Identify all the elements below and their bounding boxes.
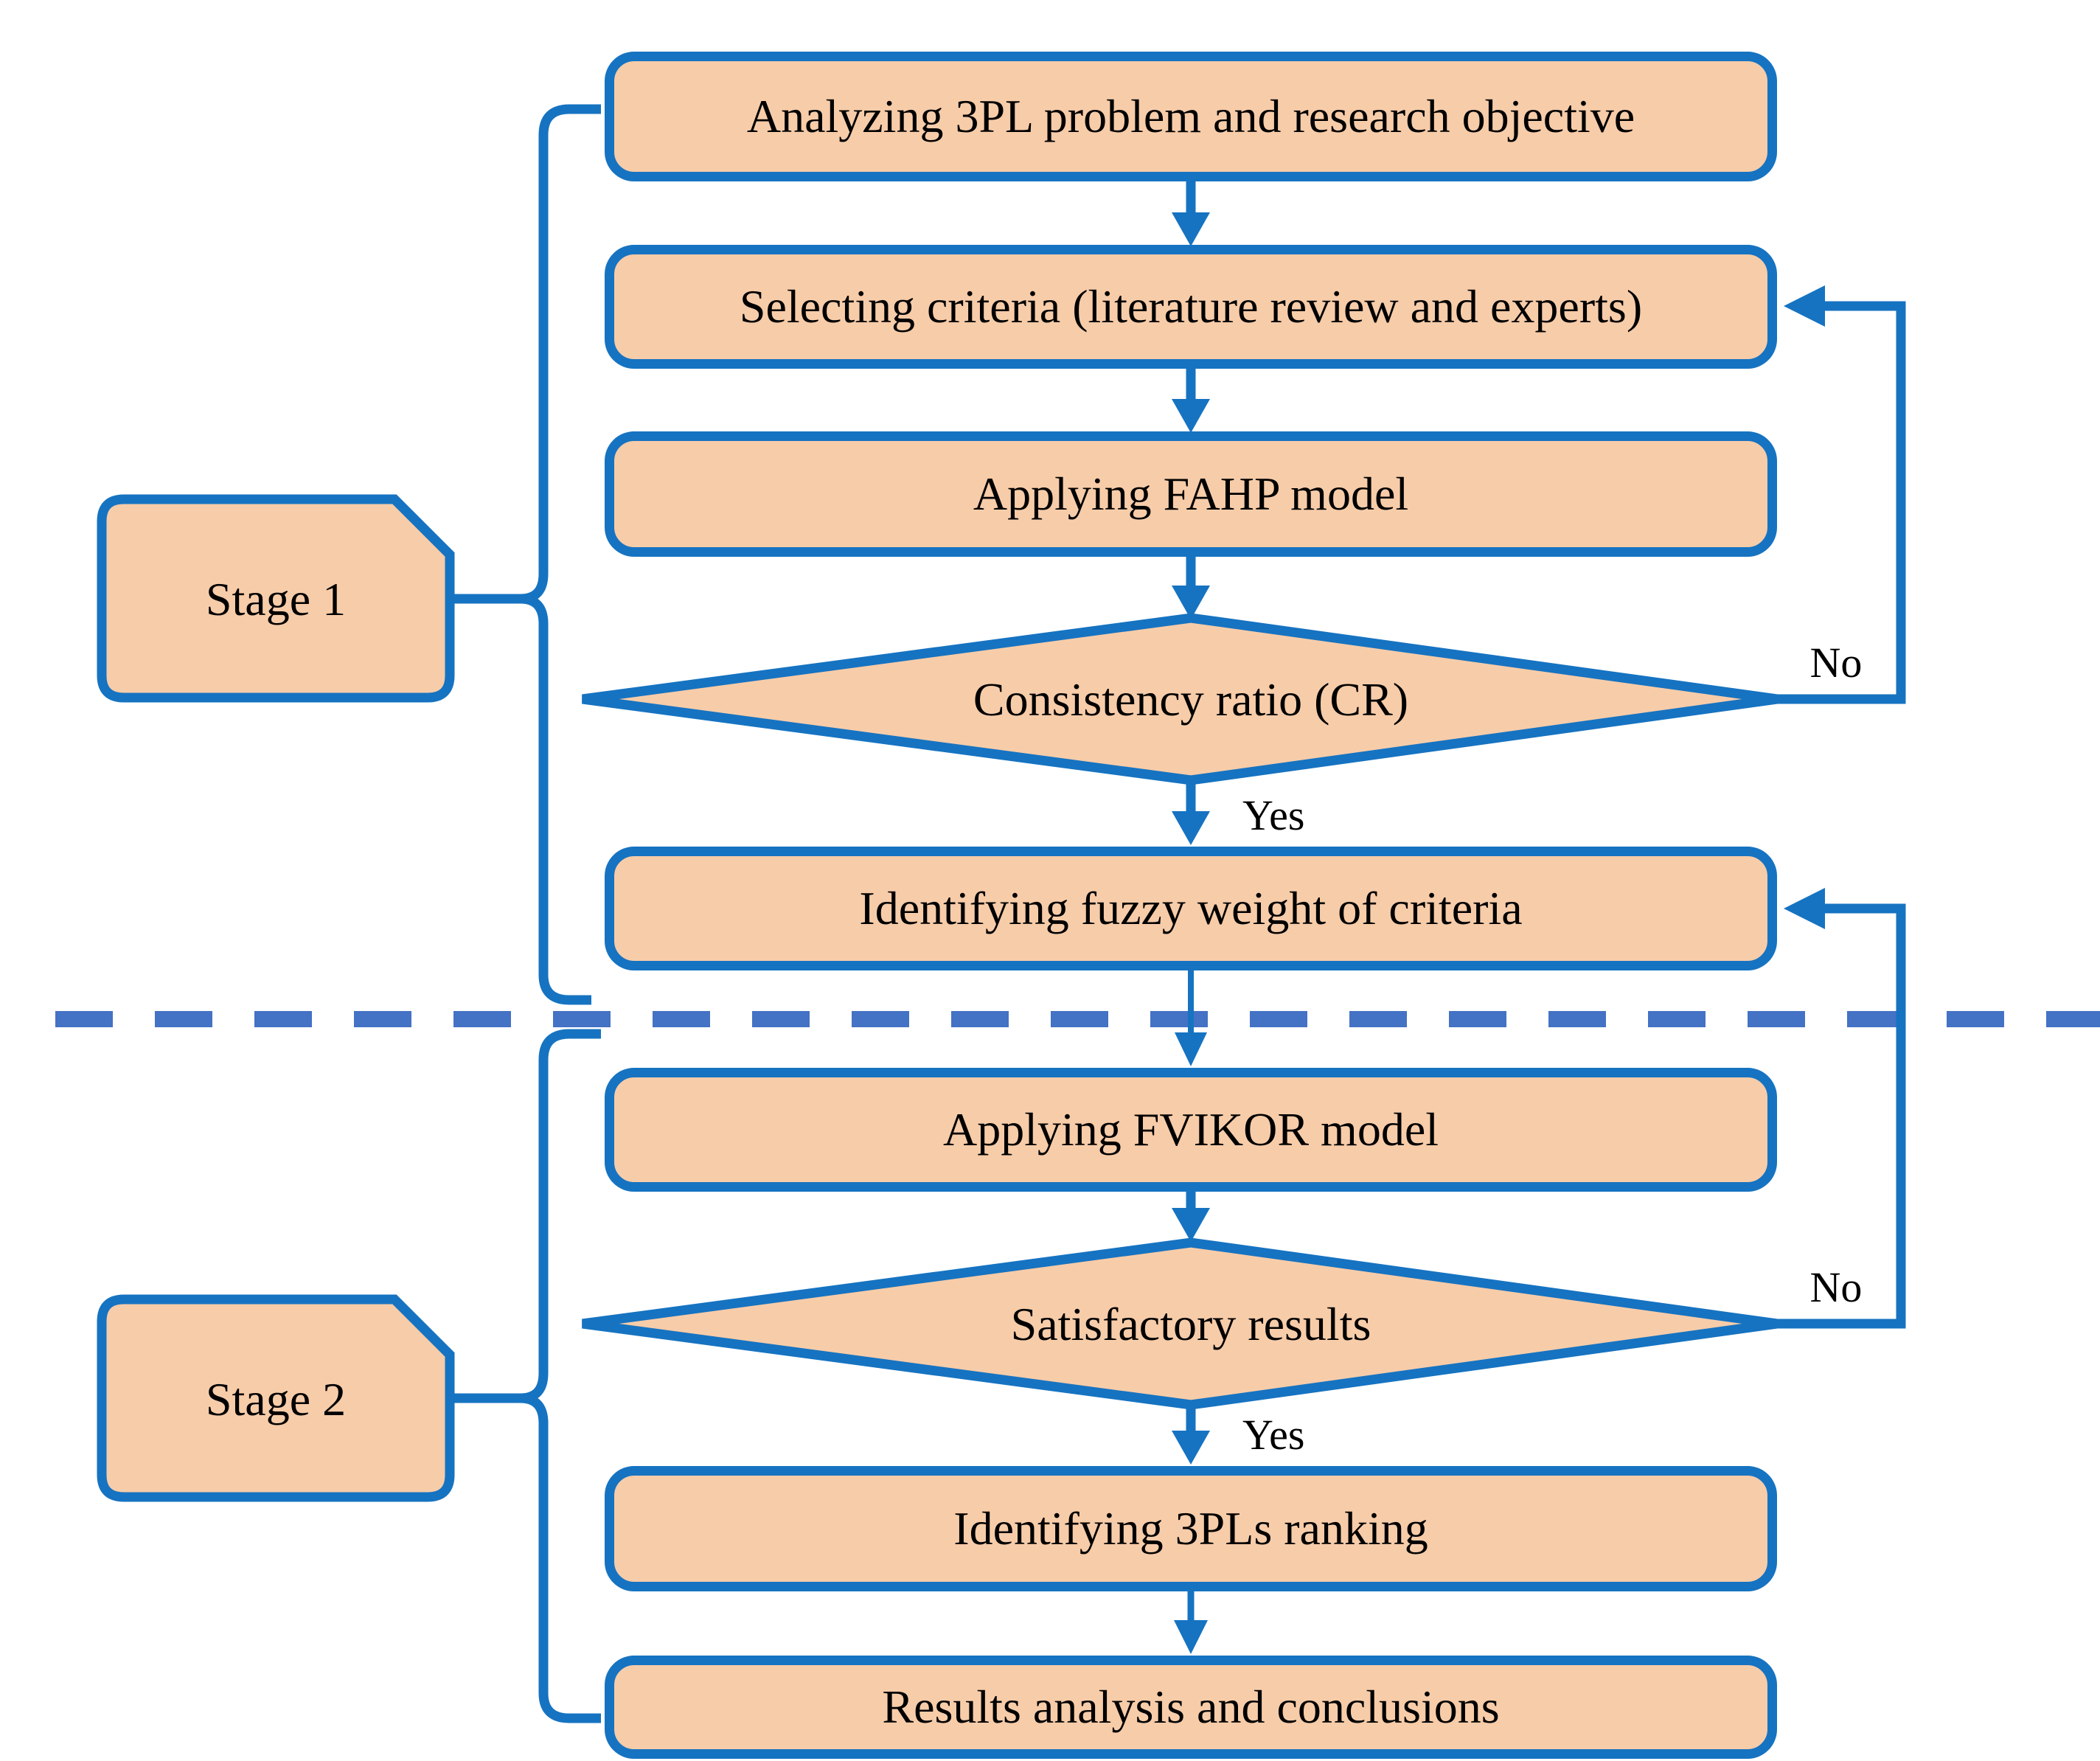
arrowhead-6-icon <box>1172 1208 1210 1242</box>
process-box-applying-fvikor-label: Applying FVIKOR model <box>943 1102 1439 1156</box>
decision-diamond-satisfactory <box>582 1237 1778 1410</box>
decision-satisfactory-label: Satisfactory results <box>1010 1298 1371 1350</box>
no-loop-2-line <box>1770 903 1906 1329</box>
process-box-selecting-criteria-label: Selecting criteria (literature review an… <box>739 279 1643 333</box>
stage2-bracket <box>520 1029 601 1723</box>
process-box-selecting-criteria: Selecting criteria (literature review an… <box>605 245 1777 369</box>
stage1-label: Stage 1 <box>205 573 347 625</box>
arrowhead-2-icon <box>1172 399 1210 433</box>
edge-label-yes-2: Yes <box>1242 1411 1305 1459</box>
flow-arrowheads <box>1172 212 1210 1654</box>
process-box-results-analysis: Results analysis and conclusions <box>605 1656 1777 1759</box>
decision-diamond-consistency <box>582 613 1778 785</box>
arrowhead-7-icon <box>1172 1431 1210 1465</box>
arrowhead-1-icon <box>1172 212 1210 246</box>
stage1-bracket <box>520 104 601 1005</box>
edge-label-no-1: No <box>1809 639 1863 687</box>
process-box-analyzing-problem-label: Analyzing 3PL problem and research objec… <box>746 89 1635 142</box>
arrowhead-8-icon <box>1174 1620 1208 1654</box>
process-box-analyzing-problem: Analyzing 3PL problem and research objec… <box>605 52 1777 181</box>
edge-label-yes-1: Yes <box>1242 791 1305 839</box>
process-box-applying-fahp: Applying FAHP model <box>605 431 1777 557</box>
arrowhead-4-icon <box>1172 811 1210 845</box>
no-loop-1-line <box>1770 301 1906 704</box>
arrowhead-5-icon <box>1175 1032 1207 1066</box>
process-box-3pls-ranking-label: Identifying 3PLs ranking <box>953 1501 1428 1555</box>
process-box-results-analysis-label: Results analysis and conclusions <box>882 1680 1500 1733</box>
process-box-fuzzy-weight: Identifying fuzzy weight of criteria <box>605 847 1777 970</box>
decision-consistency-label: Consistency ratio (CR) <box>973 673 1409 726</box>
stage2-label-shape <box>97 1294 455 1502</box>
arrowhead-3-icon <box>1172 586 1210 619</box>
edge-label-no-2: No <box>1809 1263 1863 1311</box>
stage1-label-shape <box>97 494 455 703</box>
process-box-applying-fvikor: Applying FVIKOR model <box>605 1068 1777 1192</box>
stage2-label: Stage 2 <box>205 1373 347 1425</box>
process-box-fuzzy-weight-label: Identifying fuzzy weight of criteria <box>859 881 1523 934</box>
no-loop-2-arrowhead-icon <box>1784 888 1825 929</box>
process-box-3pls-ranking: Identifying 3PLs ranking <box>605 1466 1777 1591</box>
no-loop-1-arrowhead-icon <box>1784 285 1825 327</box>
process-box-applying-fahp-label: Applying FAHP model <box>973 467 1409 520</box>
